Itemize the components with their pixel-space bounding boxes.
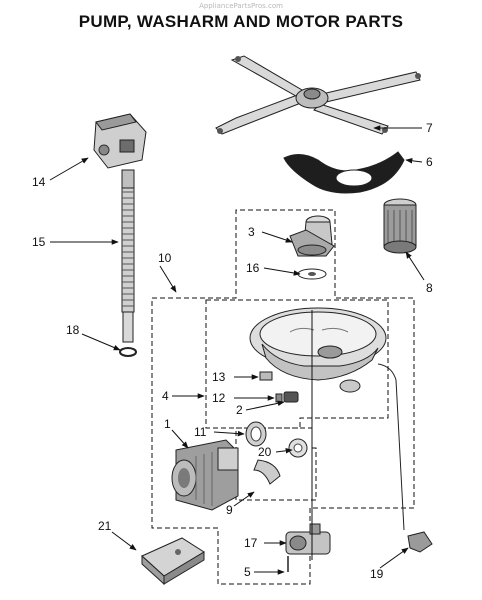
assembly-boundaries: [151, 209, 415, 585]
small-parts: [259, 371, 299, 403]
callout-15: 15: [32, 235, 46, 249]
diagram-title: PUMP, WASHARM AND MOTOR PARTS: [78, 12, 404, 31]
gasket-part: [297, 268, 327, 280]
callout-12: 12: [212, 391, 226, 405]
callout-14: 14: [32, 175, 46, 189]
spray-shield-part: [283, 151, 405, 194]
clamp-part: [119, 347, 137, 357]
sensor-part: [377, 363, 433, 553]
callout-4: 4: [162, 389, 169, 403]
callouts: 14 15 18 10 7 6 8 3 16 13 12 2 4 11 1 20…: [32, 121, 433, 581]
callout-2: 2: [236, 403, 243, 417]
wash-arm-part: [215, 55, 421, 135]
filter-part: [383, 198, 417, 254]
callout-1: 1: [164, 417, 171, 431]
callout-5: 5: [244, 565, 251, 579]
bracket-part: [141, 537, 205, 586]
callout-17: 17: [244, 536, 258, 550]
callout-13: 13: [212, 370, 226, 384]
callout-18: 18: [66, 323, 80, 337]
callout-8: 8: [426, 281, 433, 295]
seal-parts: [245, 421, 308, 485]
callout-3: 3: [248, 225, 255, 239]
drain-pump-part: [285, 523, 331, 572]
callout-11: 11: [194, 425, 207, 439]
watermark: AppliancePartsPros.com: [199, 2, 283, 10]
pump-motor-part: [171, 439, 239, 511]
callout-9: 9: [226, 503, 233, 517]
leader-lines: [49, 125, 425, 575]
callout-7: 7: [426, 121, 433, 135]
callout-10: 10: [158, 251, 172, 265]
callout-19: 19: [370, 567, 384, 581]
callout-16: 16: [246, 261, 260, 275]
hose-part: [121, 169, 135, 343]
sump-part: [249, 307, 387, 393]
callout-21: 21: [98, 519, 112, 533]
motor-part: [93, 113, 147, 169]
boundary-inner-sump: [205, 299, 389, 429]
callout-20: 20: [258, 445, 272, 459]
boundary-10: [151, 209, 415, 585]
chopper-assembly-part: [289, 215, 335, 257]
callout-6: 6: [426, 155, 433, 169]
